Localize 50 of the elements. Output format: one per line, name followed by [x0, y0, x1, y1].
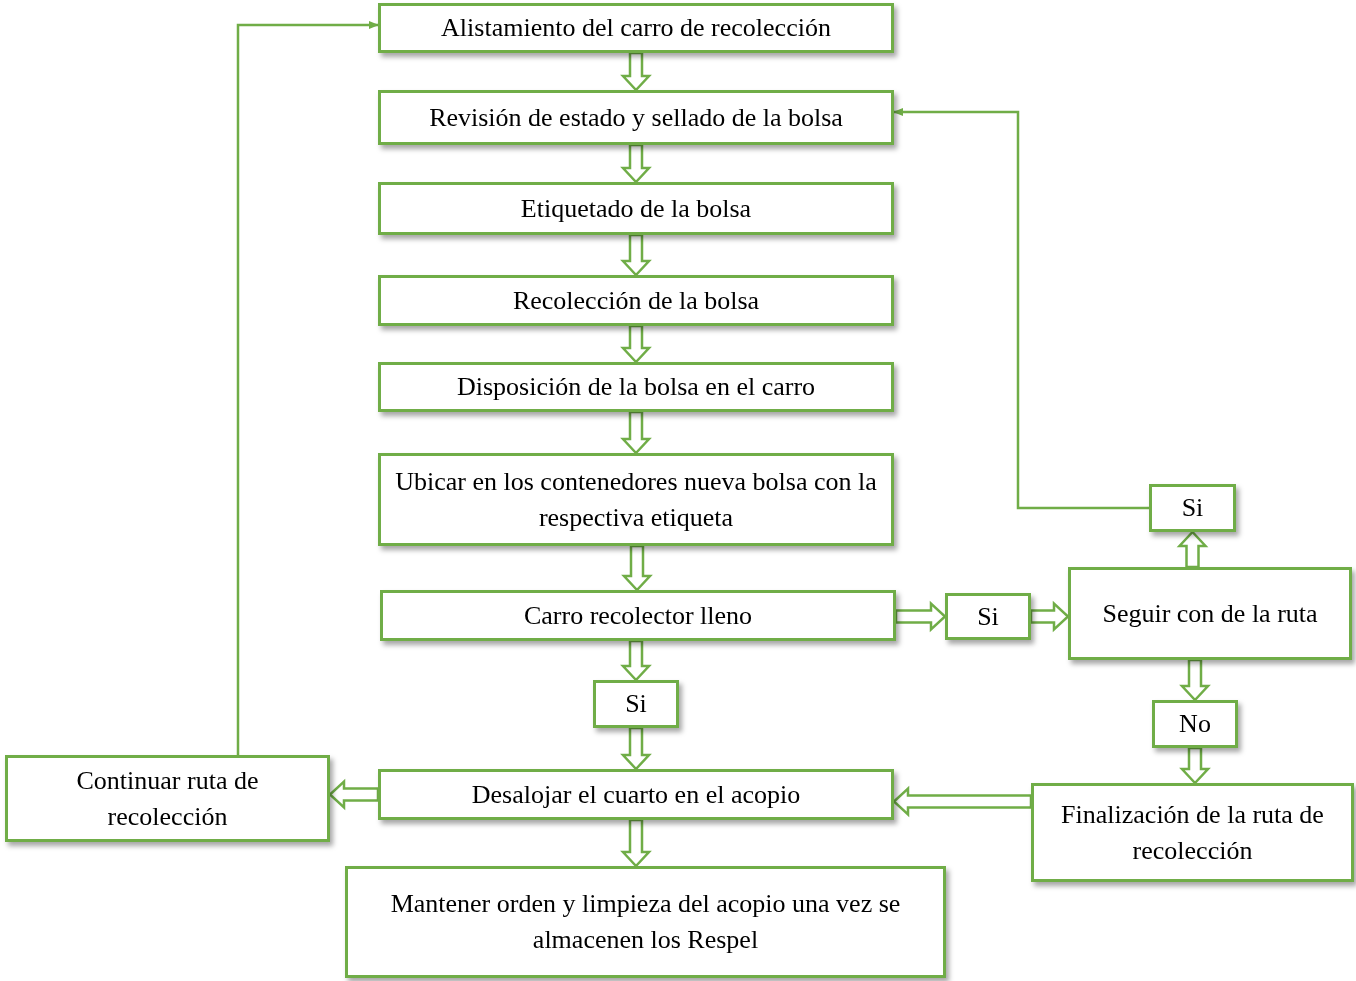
block-arrow: [1029, 600, 1070, 633]
process-box: [1068, 567, 1352, 660]
box-text: Desalojar el cuarto en el acopio: [471, 778, 801, 811]
box-text: Mantener orden y limpieza del acopio una vez se almacenen los Respel: [389, 888, 902, 956]
process-box: [345, 866, 946, 978]
box-text: Si: [977, 600, 999, 633]
block-arrow: [620, 324, 652, 364]
box-text: Etiquetado de la bolsa: [520, 192, 752, 225]
process-box: [1149, 484, 1236, 532]
block-arrow: [1179, 746, 1211, 785]
box-text: No: [1179, 708, 1211, 740]
box-text: Finalización de la ruta de recolección: [1060, 798, 1325, 867]
box-text: Continuar ruta de recolección: [75, 764, 260, 833]
box-text: Carro recolector lleno: [523, 599, 753, 632]
process-box: [378, 275, 894, 326]
box-text: Seguir con de la ruta: [1102, 597, 1318, 630]
box-text: Ubicar en los contenedores nueva bolsa con la respectiva etiqueta: [394, 465, 878, 534]
block-arrow: [621, 544, 653, 592]
process-box: [378, 453, 894, 546]
block-arrow: [892, 785, 1033, 818]
box-text: Disposición de la bolsa en el carro: [456, 371, 816, 403]
process-box: [378, 90, 894, 145]
block-arrow: [620, 410, 652, 455]
process-box: [945, 593, 1031, 640]
box-text: Si: [1181, 492, 1204, 524]
block-arrow: [620, 143, 652, 184]
process-box: [5, 755, 330, 842]
process-box: [593, 680, 679, 728]
process-box: [378, 769, 894, 820]
process-box: [1152, 700, 1238, 748]
block-arrow: [620, 639, 652, 682]
arrow: [236, 21, 379, 755]
block-arrow: [1179, 658, 1211, 702]
process-box: [1031, 783, 1354, 882]
box-text: Alistamiento del carro de recolección: [441, 12, 831, 44]
block-arrow: [620, 51, 652, 92]
block-arrow: [620, 726, 652, 771]
block-arrow: [620, 818, 652, 868]
box-text: Revisión de estado y sellado de la bolsa: [429, 101, 843, 134]
process-box: [378, 362, 894, 412]
process-box: [378, 3, 894, 53]
arrow: [893, 108, 1149, 510]
block-arrow: [1176, 530, 1209, 569]
block-arrow: [620, 233, 652, 277]
process-box: [378, 182, 894, 235]
box-text: Recolección de la bolsa: [512, 284, 760, 317]
process-box: [380, 590, 896, 641]
box-text: Si: [625, 688, 647, 720]
block-arrow: [328, 778, 380, 811]
block-arrow: [894, 600, 947, 633]
